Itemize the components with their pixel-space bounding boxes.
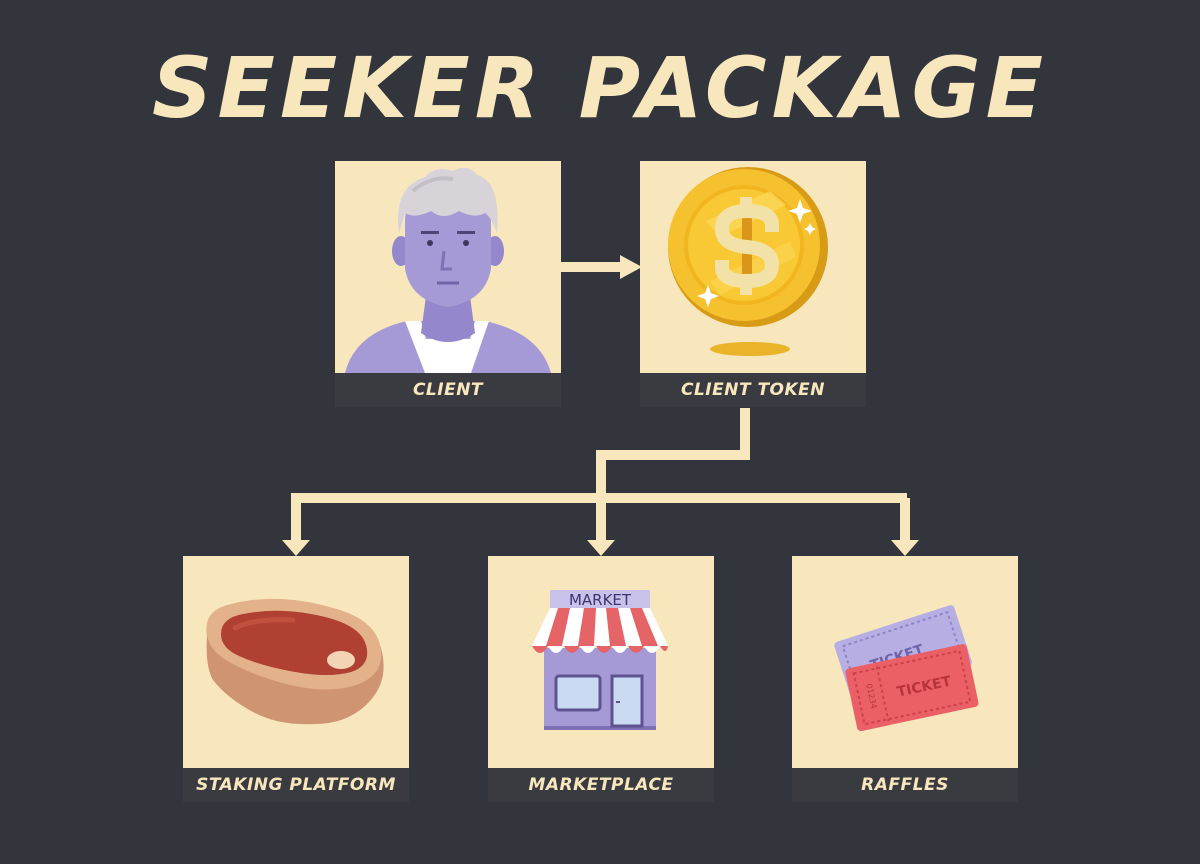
dollar-coin-icon [640, 161, 866, 373]
market-store-icon: MARKET [488, 556, 714, 768]
node-label-marketplace: MARKETPLACE [488, 768, 714, 802]
arrowhead-token [620, 255, 642, 279]
node-client: CLIENT [335, 161, 561, 407]
node-raffles: TICKET TICKET 01234 RAFFLES [792, 556, 1018, 802]
tickets-icon: TICKET TICKET 01234 [792, 556, 1018, 768]
node-label-client: CLIENT [335, 373, 561, 407]
node-client-token: CLIENT TOKEN [640, 161, 866, 407]
arrowhead-marketplace [587, 540, 615, 556]
diagram-title: SEEKER PACKAGE [151, 39, 1048, 137]
node-label-raffles: RAFFLES [792, 768, 1018, 802]
market-sign-text: MARKET [569, 591, 632, 609]
person-icon [335, 161, 561, 373]
node-staking-platform: STAKING PLATFORM [183, 556, 409, 802]
node-label-client-token: CLIENT TOKEN [640, 373, 866, 407]
steak-icon [183, 556, 409, 768]
edge-token-trunk [596, 408, 750, 498]
node-marketplace: MARKET [488, 556, 714, 802]
arrowhead-raffles [891, 540, 919, 556]
arrowhead-staking [282, 540, 310, 556]
node-label-staking-platform: STAKING PLATFORM [183, 768, 409, 802]
